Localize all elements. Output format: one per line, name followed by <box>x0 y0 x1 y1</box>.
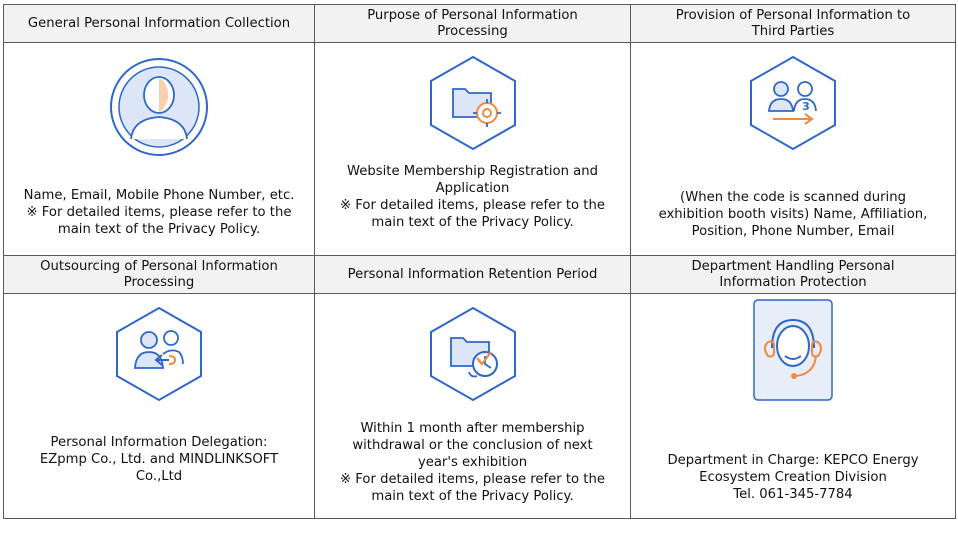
body-text: EZpmp Co., Ltd. and MINDLINKSOFT <box>39 452 279 467</box>
cell-collection: Name, Email, Mobile Phone Number, etc. ※… <box>3 42 315 256</box>
body-text: ※ For detailed items, please refer to th… <box>340 198 605 213</box>
header-text: Information Protection <box>719 274 867 290</box>
header-text: General Personal Information Collection <box>27 15 291 31</box>
body-text: Department in Charge: KEPCO Energy <box>667 453 919 468</box>
header-text: Purpose of Personal Information <box>367 7 578 23</box>
people-delegation-icon <box>116 306 202 402</box>
body-text: Co.,Ltd <box>135 469 183 484</box>
header-collection: General Personal Information Collection <box>3 4 315 43</box>
header-outsourcing: Outsourcing of Personal Information Proc… <box>3 255 315 294</box>
body-text: Tel. 061-345-7784 <box>733 487 853 502</box>
folder-clock-icon <box>429 306 516 402</box>
user-profile-icon <box>110 58 208 156</box>
header-purpose: Purpose of Personal Information Processi… <box>314 4 631 43</box>
cell-retention: Within 1 month after membership withdraw… <box>314 293 631 519</box>
header-text: Outsourcing of Personal Information <box>40 258 278 274</box>
body-text: withdrawal or the conclusion of next <box>352 438 593 453</box>
body-row-1: Name, Email, Mobile Phone Number, etc. ※… <box>3 42 956 256</box>
header-text: Department Handling Personal <box>691 258 895 274</box>
body-text: year's exhibition <box>417 455 528 470</box>
headset-support-icon <box>753 299 833 401</box>
body-text: exhibition booth visits) Name, Affiliati… <box>658 207 928 222</box>
body-text: ※ For detailed items, please refer to th… <box>340 472 605 487</box>
header-retention: Personal Information Retention Period <box>314 255 631 294</box>
privacy-summary-table: General Personal Information Collection … <box>3 4 956 519</box>
body-text: main text of the Privacy Policy. <box>371 489 574 504</box>
body-text: ※ For detailed items, please refer to th… <box>26 205 292 220</box>
body-text: (When the code is scanned during <box>680 190 906 205</box>
header-text: Processing <box>123 274 195 290</box>
header-row-1: General Personal Information Collection … <box>3 4 956 43</box>
header-third-parties: Provision of Personal Information to Thi… <box>630 4 956 43</box>
header-text: Processing <box>437 23 508 39</box>
header-text: Third Parties <box>751 23 835 39</box>
cell-third-parties: 3 (When the code is scanned during exhib… <box>630 42 956 256</box>
cell-purpose: Website Membership Registration and Appl… <box>314 42 631 256</box>
body-text: Name, Email, Mobile Phone Number, etc. <box>23 188 295 203</box>
body-text: main text of the Privacy Policy. <box>57 222 261 237</box>
folder-target-icon <box>429 55 516 151</box>
people-transfer-icon: 3 <box>750 55 836 151</box>
cell-outsourcing: Personal Information Delegation: EZpmp C… <box>3 293 315 519</box>
body-text: Position, Phone Number, Email <box>691 224 895 239</box>
body-row-2: Personal Information Delegation: EZpmp C… <box>3 293 956 519</box>
cell-department: Department in Charge: KEPCO Energy Ecosy… <box>630 293 956 519</box>
header-text: Personal Information Retention Period <box>347 266 598 282</box>
body-text: Within 1 month after membership <box>360 421 585 436</box>
header-row-2: Outsourcing of Personal Information Proc… <box>3 255 956 294</box>
body-text: main text of the Privacy Policy. <box>371 215 574 230</box>
body-text: Website Membership Registration and <box>347 164 598 179</box>
body-text: Personal Information Delegation: <box>50 435 268 450</box>
body-text: Ecosystem Creation Division <box>699 470 887 485</box>
body-text: Application <box>435 181 510 196</box>
icon-badge-text: 3 <box>802 100 810 113</box>
header-text: Provision of Personal Information to <box>675 7 911 23</box>
header-department: Department Handling Personal Information… <box>630 255 956 294</box>
